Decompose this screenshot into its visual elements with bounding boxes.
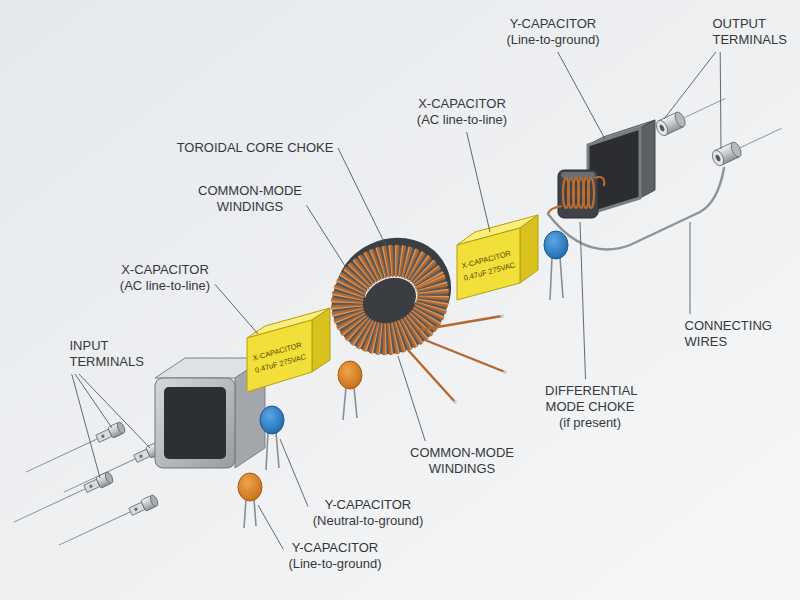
choke-lead: [594, 177, 604, 186]
callout-label: X-CAPACITOR (AC line-to-line): [119, 262, 211, 294]
capacitor-disc: [338, 361, 362, 389]
leader-line: [307, 205, 346, 266]
capacitor-lead: [550, 257, 552, 300]
block-side: [640, 120, 655, 198]
output-terminal: [654, 91, 729, 137]
callout-holder: X-CAPACITOR (AC line-to-line): [119, 262, 211, 294]
choke-lead: [548, 206, 562, 214]
callout-label: X-CAPACITOR (AC line-to-line): [416, 96, 508, 128]
x-capacitor-box: [457, 215, 538, 300]
leader-line: [258, 505, 284, 550]
callout-label: COMMON-MODE WINDINGS: [198, 183, 303, 215]
capacitor-lead: [343, 387, 346, 420]
toroid-core: [334, 247, 446, 353]
callout-holder: DIFFERENTIAL MODE CHOKE (if present): [545, 383, 635, 431]
leader-line: [79, 374, 150, 448]
capacitor-front: [247, 320, 312, 392]
input-terminal: [61, 441, 164, 498]
leader-line: [398, 356, 425, 441]
callout-holder: INPUT TERMINALS: [70, 338, 81, 370]
lead-tip: [453, 400, 457, 404]
input-terminal: [56, 494, 159, 551]
capacitor-lead: [266, 432, 268, 470]
callout-label: Y-CAPACITOR (Line-to-ground): [288, 540, 383, 572]
connecting-wire: [548, 168, 724, 249]
callout-label: DIFFERENTIAL MODE CHOKE (if present): [545, 383, 635, 431]
x-capacitor-box: [247, 308, 330, 392]
callout-label: COMMON-MODE WINDINGS: [410, 445, 515, 477]
capacitor-disc: [260, 406, 284, 434]
callout-holder: TOROIDAL CORE CHOKE: [176, 140, 334, 156]
lead-tip: [503, 370, 507, 374]
capacitor-side: [312, 308, 330, 372]
leader-line: [215, 284, 258, 334]
input-terminal: [23, 421, 126, 478]
capacitor-disc: [238, 473, 262, 501]
capacitor-lead: [276, 432, 279, 468]
leader-line: [280, 439, 308, 507]
callout-label: TOROIDAL CORE CHOKE: [176, 140, 334, 156]
capacitor-side: [520, 215, 538, 283]
callout-label: Y-CAPACITOR (Neutral-to-ground): [312, 497, 424, 529]
capacitor-lead: [354, 387, 357, 418]
differential-choke: [548, 170, 604, 218]
choke-lead: [408, 350, 455, 402]
capacitor-lead: [244, 499, 246, 528]
callout-holder: OUTPUT TERMINALS: [713, 16, 724, 48]
y-capacitor-disc: [338, 361, 362, 420]
choke-coil: [588, 178, 594, 208]
leader-line: [558, 52, 605, 139]
y-capacitor-disc: [544, 231, 568, 300]
callout-holder: COMMON-MODE WINDINGS: [198, 183, 303, 215]
callout-label: INPUT TERMINALS: [70, 338, 81, 370]
leader-line: [690, 222, 691, 314]
callout-holder: Y-CAPACITOR (Line-to-ground): [288, 540, 383, 572]
choke-lead: [425, 340, 505, 372]
callout-holder: COMMON-MODE WINDINGS: [410, 445, 515, 477]
capacitor-disc: [544, 231, 568, 259]
choke-lead: [420, 316, 502, 330]
leader-line: [664, 52, 716, 119]
leader-line: [467, 132, 490, 232]
callout-label: Y-CAPACITOR (Line-to-ground): [506, 16, 601, 48]
lead-tip: [500, 314, 504, 318]
core-hole: [357, 270, 424, 331]
capacitor-front: [457, 228, 520, 300]
callout-label: CONNECTING WIRES: [685, 318, 696, 350]
leader-line: [720, 52, 722, 149]
leader-line: [580, 222, 586, 379]
copper-winding: [334, 247, 446, 353]
housing-opening: [164, 387, 226, 459]
housing-front: [155, 378, 235, 468]
callout-holder: Y-CAPACITOR (Line-to-ground): [506, 16, 601, 48]
y-capacitor-disc: [238, 473, 262, 528]
winding-highlight: [334, 247, 446, 353]
callout-holder: CONNECTING WIRES: [685, 318, 696, 350]
callout-holder: Y-CAPACITOR (Neutral-to-ground): [312, 497, 424, 529]
choke-body: [558, 170, 598, 218]
input-terminal: [11, 471, 114, 528]
callout-label: OUTPUT TERMINALS: [713, 16, 724, 48]
y-capacitor-disc: [260, 406, 284, 470]
leader-line: [338, 148, 388, 250]
capacitor-lead: [254, 499, 256, 526]
capacitor-lead: [560, 257, 563, 298]
callout-holder: X-CAPACITOR (AC line-to-line): [416, 96, 508, 128]
leader-line: [75, 374, 112, 428]
